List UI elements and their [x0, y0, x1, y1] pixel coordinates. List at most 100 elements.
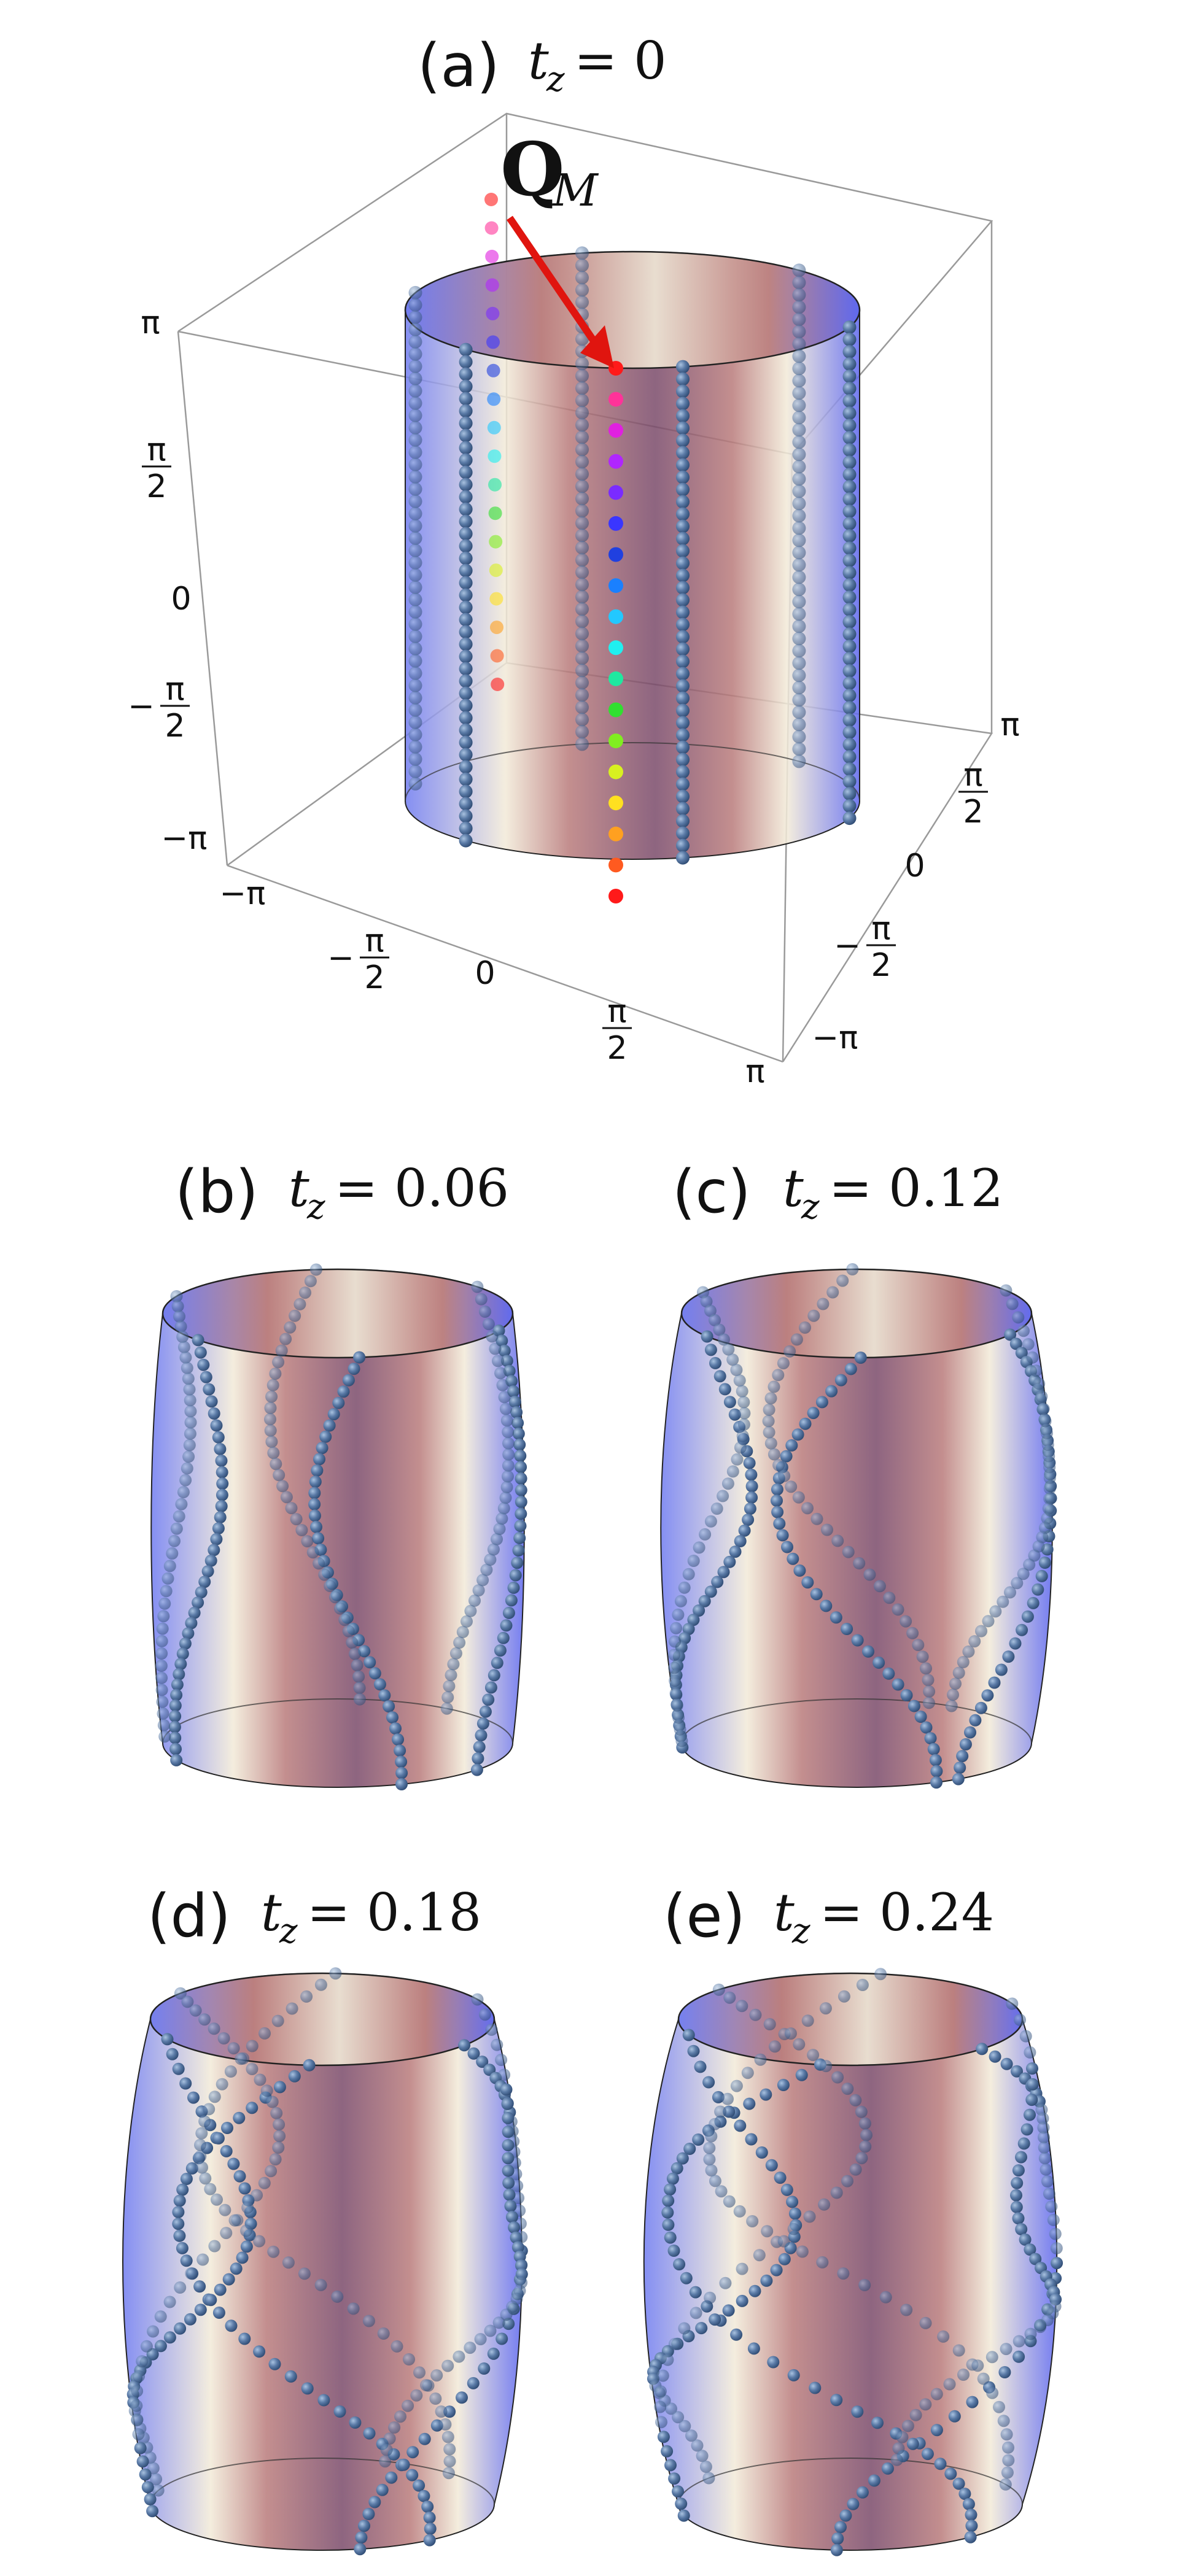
- surface-dot: [515, 1507, 527, 1520]
- surface-dot: [353, 1693, 366, 1706]
- cylinder-bottom-rim: [405, 742, 860, 802]
- surface-dot: [472, 1584, 485, 1597]
- surface-dot: [575, 393, 589, 408]
- surface-dot: [575, 492, 589, 506]
- surface-dot: [842, 676, 857, 690]
- surface-dot: [842, 750, 857, 764]
- surface-dot: [228, 2214, 241, 2227]
- surface-dot: [484, 1553, 497, 1566]
- surface-dot: [459, 711, 473, 725]
- surface-dot: [575, 369, 589, 383]
- surface-dot: [722, 1343, 735, 1356]
- rainbow-dot: [484, 193, 498, 206]
- surface-dot: [1026, 2062, 1038, 2075]
- surface-dot: [453, 2350, 465, 2363]
- surface-dot: [471, 1280, 484, 1293]
- rainbow-dot: [608, 764, 623, 779]
- surface-dot: [502, 2176, 515, 2189]
- surface-dot: [373, 1678, 386, 1691]
- surface-dot: [901, 2419, 914, 2432]
- surface-dot: [264, 1402, 277, 1414]
- surface-dot: [196, 2161, 208, 2174]
- surface-dot: [194, 2303, 207, 2316]
- surface-dot: [676, 667, 690, 681]
- panel-tag: (b): [175, 1158, 258, 1226]
- surface-dot: [423, 2511, 436, 2524]
- surface-dot: [859, 2140, 872, 2153]
- surface-dot: [301, 1535, 314, 1548]
- rainbow-dot: [486, 335, 500, 349]
- surface-dot: [498, 1391, 511, 1404]
- surface-dot: [1024, 2243, 1036, 2256]
- surface-dot: [408, 482, 422, 496]
- surface-dot: [1026, 2078, 1039, 2091]
- surface-dot: [575, 663, 589, 678]
- surface-dot: [988, 1676, 1001, 1689]
- surface-dot: [406, 2446, 419, 2459]
- surface-dot: [496, 2332, 508, 2345]
- surface-dot: [879, 2291, 892, 2303]
- surface-dot: [311, 1464, 324, 1477]
- surface-dot: [842, 369, 857, 384]
- surface-dot: [723, 1555, 736, 1568]
- surface-dot: [929, 1754, 942, 1766]
- surface-dot: [201, 1565, 214, 1578]
- surface-dot: [792, 668, 806, 683]
- surface-dot: [480, 1563, 493, 1576]
- surface-dot: [842, 541, 857, 555]
- surface-dot: [333, 1602, 346, 1615]
- surface-dot: [785, 1439, 798, 1452]
- surface-dot: [676, 777, 690, 791]
- surface-dot: [208, 1407, 220, 1420]
- surface-dot: [408, 506, 422, 520]
- surface-dot: [976, 2043, 989, 2056]
- surface-dot: [408, 580, 422, 594]
- surface-dot: [418, 2432, 431, 2445]
- surface-dot: [1009, 1637, 1022, 1650]
- surface-dot: [502, 1426, 515, 1439]
- surface-dot: [144, 2493, 157, 2505]
- surface-dot: [323, 1419, 336, 1432]
- rainbow-dot: [608, 795, 623, 811]
- surface-dot: [815, 1396, 828, 1409]
- surface-dot: [408, 359, 422, 373]
- surface-dot: [781, 1541, 793, 1553]
- surface-dot: [799, 1321, 811, 1334]
- surface-dot: [342, 1625, 355, 1638]
- cylinder-surface-e: [643, 1968, 1063, 2556]
- surface-dot: [478, 2362, 491, 2375]
- surface-dot: [1051, 2257, 1063, 2270]
- rainbow-dot: [608, 392, 623, 407]
- surface-dot: [507, 1581, 520, 1594]
- surface-dot: [575, 271, 589, 285]
- rainbow-dot-column-back: [484, 193, 505, 691]
- surface-dot: [169, 1742, 182, 1755]
- surface-dot: [279, 1332, 292, 1345]
- surface-dot: [459, 834, 473, 848]
- surface-dot: [676, 814, 690, 828]
- surface-dot: [944, 2467, 957, 2480]
- surface-dot: [807, 1309, 820, 1322]
- surface-dot: [856, 1979, 869, 1991]
- surface-dot: [253, 2235, 266, 2248]
- surface-dot: [690, 2307, 702, 2319]
- surface-dot: [575, 713, 589, 727]
- surface-dot: [575, 246, 589, 260]
- surface-dot: [687, 1614, 700, 1626]
- surface-dot: [314, 2278, 327, 2291]
- rainbow-dot: [485, 278, 499, 292]
- tick-label: π: [141, 304, 160, 341]
- surface-dot: [308, 1509, 321, 1522]
- surface-dot: [678, 1581, 691, 1594]
- surface-dot: [664, 2183, 677, 2196]
- surface-dot: [738, 1524, 751, 1537]
- surface-dot: [479, 1305, 491, 1318]
- surface-dot: [764, 1392, 777, 1405]
- surface-dot: [1039, 1522, 1051, 1534]
- surface-dot: [792, 362, 806, 376]
- surface-dot: [742, 1514, 755, 1526]
- surface-dot: [676, 752, 690, 767]
- surface-dot: [220, 2145, 233, 2157]
- surface-dot: [215, 1500, 228, 1512]
- surface-dot: [784, 2027, 797, 2040]
